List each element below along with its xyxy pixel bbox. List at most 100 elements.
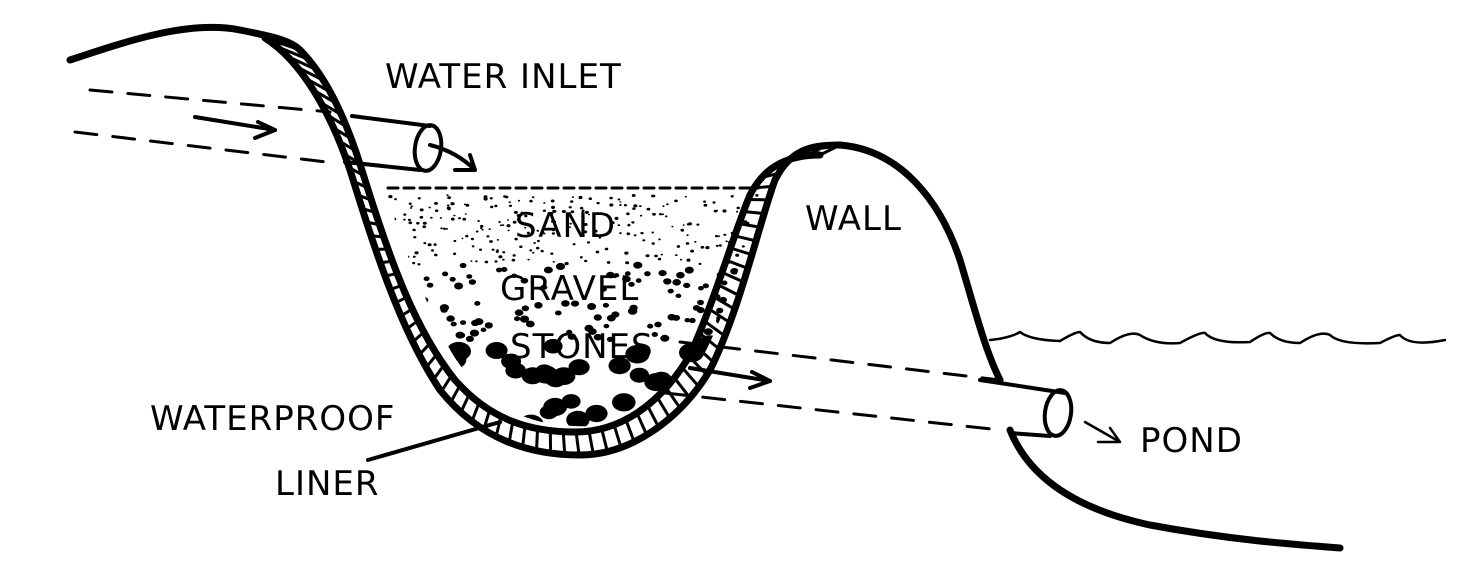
sand-grain [447, 196, 451, 200]
gravel-pebble [407, 282, 415, 289]
sand-grain [489, 240, 493, 243]
sand-grain [639, 214, 643, 217]
label-waterproof: WATERPROOF [150, 399, 395, 439]
sand-grain [698, 262, 702, 265]
sand-grain [512, 254, 516, 257]
gravel-pebble [748, 280, 758, 288]
sand-grain [694, 240, 697, 243]
sand-grain [412, 261, 416, 265]
sand-grain [508, 201, 511, 204]
sand-grain [483, 197, 488, 201]
liner-hatch-line [761, 171, 780, 180]
sand-grain [717, 235, 721, 238]
stone [585, 404, 608, 423]
label-sand: SAND [515, 206, 616, 246]
liner-hatch-line [703, 319, 726, 338]
sand-grain [609, 203, 614, 207]
sand-grain [385, 225, 387, 228]
sand-grain [412, 255, 416, 258]
sand-grain [385, 215, 388, 219]
sand-grain [686, 223, 691, 226]
sand-grain [408, 221, 413, 225]
gravel-pebble [459, 262, 467, 269]
liner-hatch-line [770, 160, 788, 171]
gravel-pebble [730, 268, 739, 275]
sand-grain [606, 261, 611, 264]
stone [568, 359, 590, 376]
sand-grain [658, 238, 661, 241]
gravel-pebble [606, 271, 615, 279]
gravel-pebble [750, 283, 759, 290]
sand-grain [435, 209, 439, 212]
gravel-pebble [511, 273, 518, 278]
liner-hatch-line [295, 65, 325, 82]
sand-grain [502, 258, 505, 261]
liner-outer-edge [261, 34, 844, 459]
sand-grain [735, 253, 740, 257]
sand-grain [391, 231, 395, 234]
sand-grain [604, 247, 609, 251]
sand-grain [690, 249, 694, 253]
sand-grain [686, 234, 689, 237]
sand-grain [516, 214, 521, 217]
gravel-pebble [593, 333, 603, 341]
gravel-pebble [654, 321, 662, 328]
gravel-pebble [716, 307, 724, 314]
sand-grain [419, 208, 424, 212]
stone [521, 367, 544, 385]
liner-hatch-line [743, 210, 765, 216]
sand-grain [674, 199, 678, 203]
sand-grain [588, 197, 592, 200]
sand-grain [501, 224, 505, 227]
sand-grain [433, 243, 437, 246]
gravel-pebble [555, 310, 562, 316]
sand-grain [461, 237, 464, 240]
sand-grain [527, 258, 530, 261]
gravel-pebble [603, 323, 610, 329]
liner-hatch-line [561, 431, 567, 455]
sand-grain [571, 196, 575, 199]
gravel-pebble [716, 272, 723, 278]
liner-hatch-line [574, 431, 581, 456]
sand-grain [569, 222, 572, 225]
gravel-pebble [707, 302, 714, 308]
gravel-pebble [692, 305, 701, 311]
pond-water-surface [988, 330, 1447, 345]
label-wall: WALL [805, 199, 902, 239]
sand-grain [504, 195, 509, 199]
stone [561, 394, 581, 409]
sand-grain [686, 258, 691, 262]
sand-grain [730, 195, 734, 198]
sand-grain [550, 252, 554, 255]
gravel-pebble [684, 318, 691, 323]
liner-hatch-line [370, 234, 384, 239]
sand-grain [682, 224, 685, 226]
sand-grain [514, 237, 518, 241]
sand-grain [593, 229, 598, 233]
sand-grain [723, 233, 727, 236]
sand-grain [740, 262, 744, 264]
sand-grain [583, 230, 588, 234]
stone [679, 343, 704, 363]
sand-grain [627, 223, 631, 227]
sand-grain [450, 217, 455, 221]
liner-hatch-line [380, 259, 393, 265]
sand-grain [680, 228, 685, 232]
sand-grain [646, 207, 651, 211]
sand-grain [513, 210, 518, 214]
liner-hatch-line [332, 126, 353, 141]
sand-grain [675, 254, 678, 257]
sand-grain [700, 245, 705, 249]
liner-hatch-line [348, 166, 365, 177]
gravel-pebble [471, 319, 480, 327]
sand-grain [519, 245, 523, 249]
stone [629, 367, 650, 383]
sand-grain [703, 203, 708, 207]
gravel-pebble [403, 277, 410, 283]
sand-grain [633, 234, 637, 237]
outlet-pipe [663, 340, 1122, 444]
sand-grain [422, 221, 427, 225]
sand-grain [499, 224, 503, 227]
sand-grain [579, 256, 583, 259]
sand-grain [443, 227, 446, 230]
